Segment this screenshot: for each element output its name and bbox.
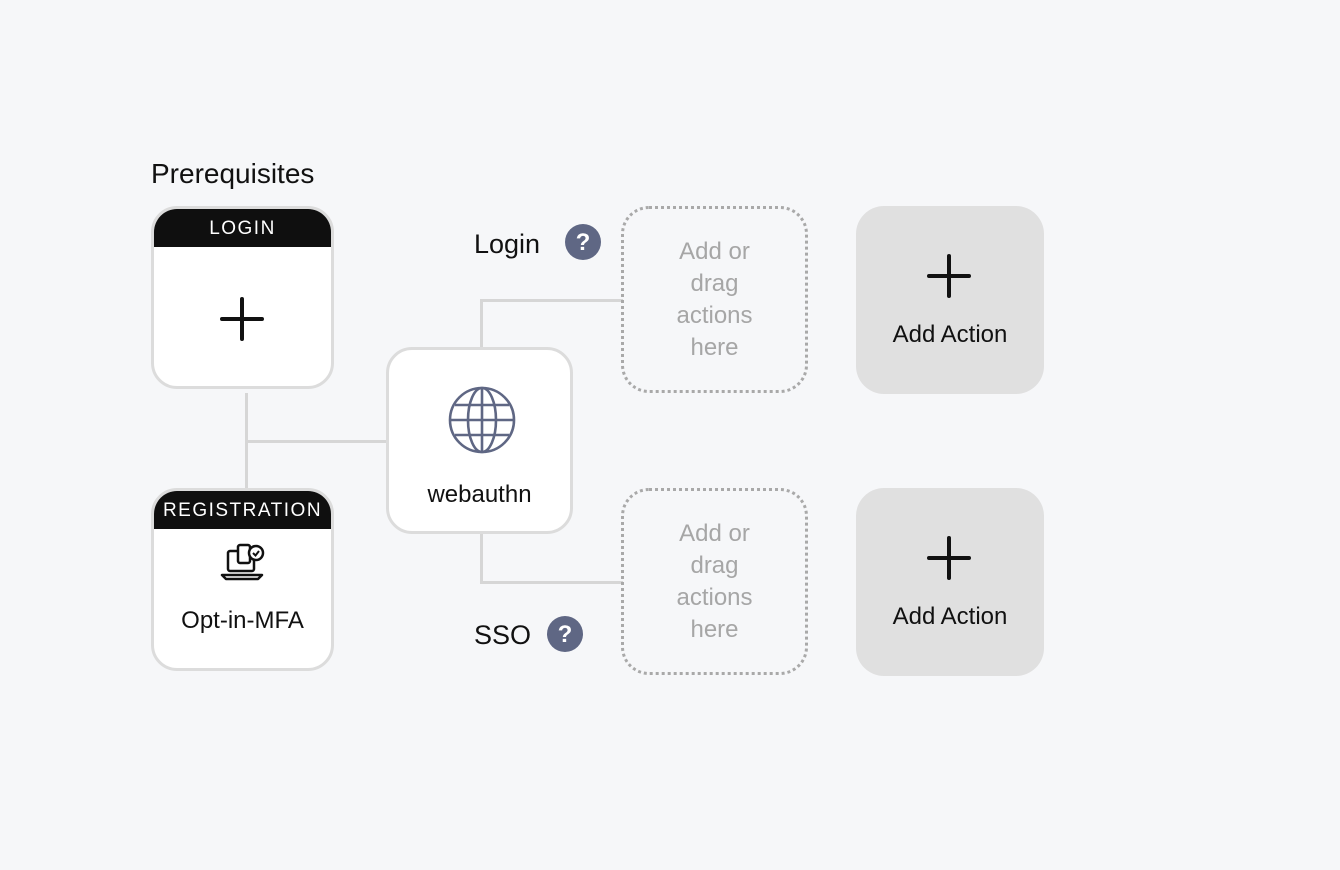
login-drop-zone[interactable]: Add or drag actions here bbox=[621, 206, 808, 393]
login-flow-label: Login bbox=[474, 229, 541, 259]
sso-drop-zone-text: Add or drag actions here bbox=[676, 519, 753, 643]
sso-flow-label: SSO bbox=[474, 620, 532, 650]
login-drop-zone-text: Add or drag actions here bbox=[676, 237, 753, 361]
registration-card-header: REGISTRATION bbox=[154, 491, 331, 529]
login-card-header: LOGIN bbox=[154, 209, 331, 247]
prerequisites-title: Prerequisites bbox=[151, 158, 315, 189]
webauthn-node[interactable]: webauthn bbox=[386, 347, 573, 534]
connector-line bbox=[480, 299, 483, 348]
plus-icon bbox=[927, 254, 971, 298]
login-add-action-button[interactable]: Add Action bbox=[856, 206, 1044, 394]
registration-card-label: Opt-in-MFA bbox=[181, 607, 304, 634]
registration-prerequisite-card[interactable]: REGISTRATION Opt-in-MFA bbox=[151, 488, 334, 671]
globe-icon bbox=[448, 386, 516, 454]
sso-help-icon[interactable]: ? bbox=[547, 616, 583, 652]
connector-line bbox=[480, 299, 623, 302]
laptop-shield-icon bbox=[220, 543, 265, 581]
connector-line bbox=[245, 440, 387, 443]
login-prerequisite-card[interactable]: LOGIN bbox=[151, 206, 334, 389]
plus-icon bbox=[220, 297, 264, 341]
sso-add-action-button[interactable]: Add Action bbox=[856, 488, 1044, 676]
connector-line bbox=[480, 533, 483, 583]
login-add-action-label: Add Action bbox=[892, 321, 1008, 348]
plus-icon bbox=[927, 536, 971, 580]
login-help-icon[interactable]: ? bbox=[565, 224, 601, 260]
webauthn-label: webauthn bbox=[427, 481, 532, 508]
sso-drop-zone[interactable]: Add or drag actions here bbox=[621, 488, 808, 675]
sso-add-action-label: Add Action bbox=[892, 603, 1008, 630]
connector-line bbox=[480, 581, 623, 584]
